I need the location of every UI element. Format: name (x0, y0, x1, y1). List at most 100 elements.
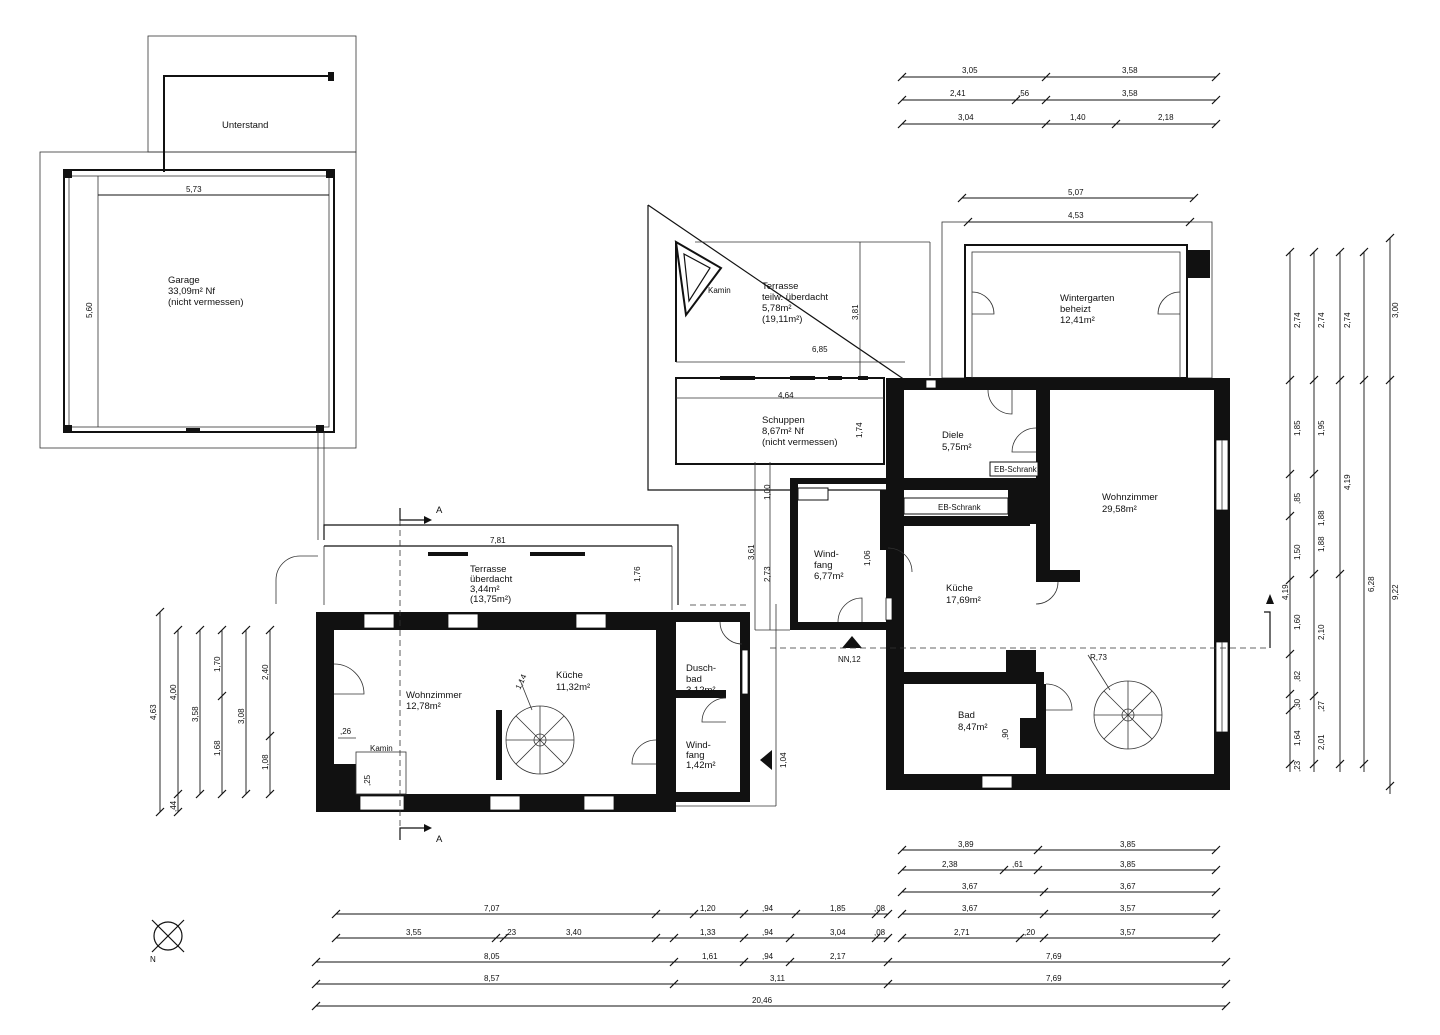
dim-br-3a: 3,67 (962, 882, 978, 891)
dim-b-4b: 3,11 (770, 974, 786, 983)
windfang-middle: Wind- fang 6,77m² NN,12 3,61 2,73 1,00 1… (747, 478, 1270, 664)
spiral-width-dim: 1,14 (514, 672, 529, 690)
dim-br-1a: 3,89 (958, 840, 974, 849)
dusche-label: Dusch- (686, 663, 716, 674)
wintergarten-note: beheizt (1060, 304, 1091, 315)
dim-r1-3: ,85 (1293, 492, 1302, 504)
schuppen-area: 8,67m² Nf (762, 426, 804, 437)
kamin-depth-dim: ,25 (363, 774, 372, 786)
dim-tr-1a: 3,05 (962, 66, 978, 75)
dim-br-5b: ,20 (1024, 928, 1036, 937)
dim-br-4b: 3,57 (1120, 904, 1136, 913)
kueche-label: Küche (946, 583, 973, 594)
terr-unten-width-dim: 7,81 (490, 536, 506, 545)
windfang-2-area: 1,42m² (686, 760, 716, 771)
section-mark-bottom: A (436, 834, 443, 845)
wohnzimmer-2-area: 12,78m² (406, 701, 441, 712)
dimensions-bottom-right: 3,89 3,85 2,38 ,61 3,85 3,67 3,67 3,67 3… (897, 840, 1221, 943)
diele-area: 5,75m² (942, 442, 972, 453)
dim-b-1c: ,94 (762, 904, 774, 913)
dim-b-2a: 3,55 (406, 928, 422, 937)
mid-v3-dim: 1,00 (763, 484, 772, 500)
garage-width-dim: 5,73 (186, 185, 202, 194)
dim-r3-4: 6,28 (1367, 576, 1376, 592)
dim-r1-6: ,82 (1293, 670, 1302, 682)
terrace-shed-block: Kamin Terrasse teilw. überdacht 5,78m² (… (647, 204, 931, 631)
terr-height-dim: 3,81 (851, 304, 860, 320)
level-nn-label: NN,12 (838, 655, 861, 664)
eb-schrank-1-label: EB-Schrank (994, 465, 1038, 474)
dim-r3-3: 4,19 (1281, 584, 1290, 600)
dim-l-9: ,44 (169, 800, 178, 812)
windfang-2-label: Wind- (686, 740, 711, 751)
dim-r1-4: 1,50 (1293, 544, 1302, 560)
dim-b-4a: 8,57 (484, 974, 500, 983)
dim-tr-2c: 3,58 (1122, 89, 1138, 98)
dim-b-5a: 20,46 (752, 996, 773, 1005)
garage-area: 33,09m² Nf (168, 286, 215, 297)
dim-l-5: 1,68 (213, 740, 222, 756)
kueche-2-label: Küche (556, 670, 583, 681)
dim-r2-7: 2,01 (1317, 734, 1326, 750)
dimensions-top-right: 3,05 3,58 2,41 ,56 3,58 3,04 1,40 2,18 5… (897, 66, 1221, 227)
windfang-1-area: 6,77m² (814, 571, 844, 582)
dim-r2-3: 1,88 (1317, 510, 1326, 526)
dim-b-3e: 7,69 (1046, 952, 1062, 961)
diele-label: Diele (942, 430, 964, 441)
dim-br-2c: 3,85 (1120, 860, 1136, 869)
garage-label: Garage (168, 275, 200, 286)
garage-note: (nicht vermessen) (168, 297, 244, 308)
terrasse-top-label: Terrasse (762, 281, 798, 292)
dim-br-3b: 3,67 (1120, 882, 1136, 891)
spiral-stairs-left (506, 706, 574, 774)
terrasse-unten-total: (13,75m²) (470, 594, 511, 605)
bad-label: Bad (958, 710, 975, 721)
bad-area: 8,47m² (958, 722, 988, 733)
dim-tr-3c: 2,18 (1158, 113, 1174, 122)
terrasse-top-note: teilw. überdacht (762, 292, 828, 303)
garage-depth-dim: 5,60 (85, 302, 94, 318)
dim-r1-7: ,30 (1293, 698, 1302, 710)
svg-text:N: N (150, 955, 156, 964)
section-mark-top: A (436, 505, 443, 516)
dim-b-1b: 1,20 (700, 904, 716, 913)
dim-r2-2: 1,95 (1317, 420, 1326, 436)
dim-b-3c: ,94 (762, 952, 774, 961)
dim-l-4: 1,70 (213, 656, 222, 672)
dim-l-1: 4,63 (149, 704, 158, 720)
dim-br-2b: ,61 (1012, 860, 1024, 869)
dim-b-2b: ,23 (505, 928, 517, 937)
schuppen-depth-dim: 1,74 (855, 422, 864, 438)
terrasse-unten-area: 3,44m² (470, 584, 500, 595)
dim-b-4c: 7,69 (1046, 974, 1062, 983)
kamin-label-bottom: Kamin (370, 744, 393, 753)
dimensions-bottom: 7,07 1,20 ,94 1,85 ,08 3,55 ,23 3,40 1,3… (311, 904, 1231, 1011)
schuppen-note: (nicht vermessen) (762, 437, 838, 448)
kueche-area: 17,69m² (946, 595, 981, 606)
dim-r1-8: 1,64 (1293, 730, 1302, 746)
dim-wg-outer: 5,07 (1068, 188, 1084, 197)
dim-l-6: 3,08 (237, 708, 246, 724)
dim-r2-1: 2,74 (1317, 312, 1326, 328)
terrasse-unten-note: überdacht (470, 574, 513, 585)
dimensions-right: 2,74 1,85 ,85 1,50 1,60 ,82 ,30 1,64 ,23… (1264, 233, 1400, 794)
dim-b-1d: 1,85 (830, 904, 846, 913)
dim-tr-1b: 3,58 (1122, 66, 1138, 75)
windfang-1-label2: fang (814, 560, 833, 571)
dim-wg-inner: 4,53 (1068, 211, 1084, 220)
dim-r2-4: 1,88 (1317, 536, 1326, 552)
terrasse-top-total: (19,11m²) (762, 314, 802, 325)
dim-r1-9: ,23 (1293, 760, 1302, 772)
dim-b-2e: ,94 (762, 928, 774, 937)
dim-r4-2: 9,22 (1391, 584, 1400, 600)
wintergarten-block: Wintergarten beheizt 12,41m² (941, 221, 1213, 379)
dim-b-3b: 1,61 (702, 952, 718, 961)
dim-r2-5: 2,10 (1317, 624, 1326, 640)
dim-b-2g: ,08 (874, 928, 886, 937)
left-house: Terrasse überdacht 3,44m² (13,75m²) Wohn… (275, 505, 788, 845)
terr-width-dim: 6,85 (812, 345, 828, 354)
spiral-radius-dim: R,73 (1090, 653, 1107, 662)
dim-tr-2a: 2,41 (950, 89, 966, 98)
dim-l-2: 4,00 (169, 684, 178, 700)
dusche-area: 3,12m² (686, 685, 716, 696)
